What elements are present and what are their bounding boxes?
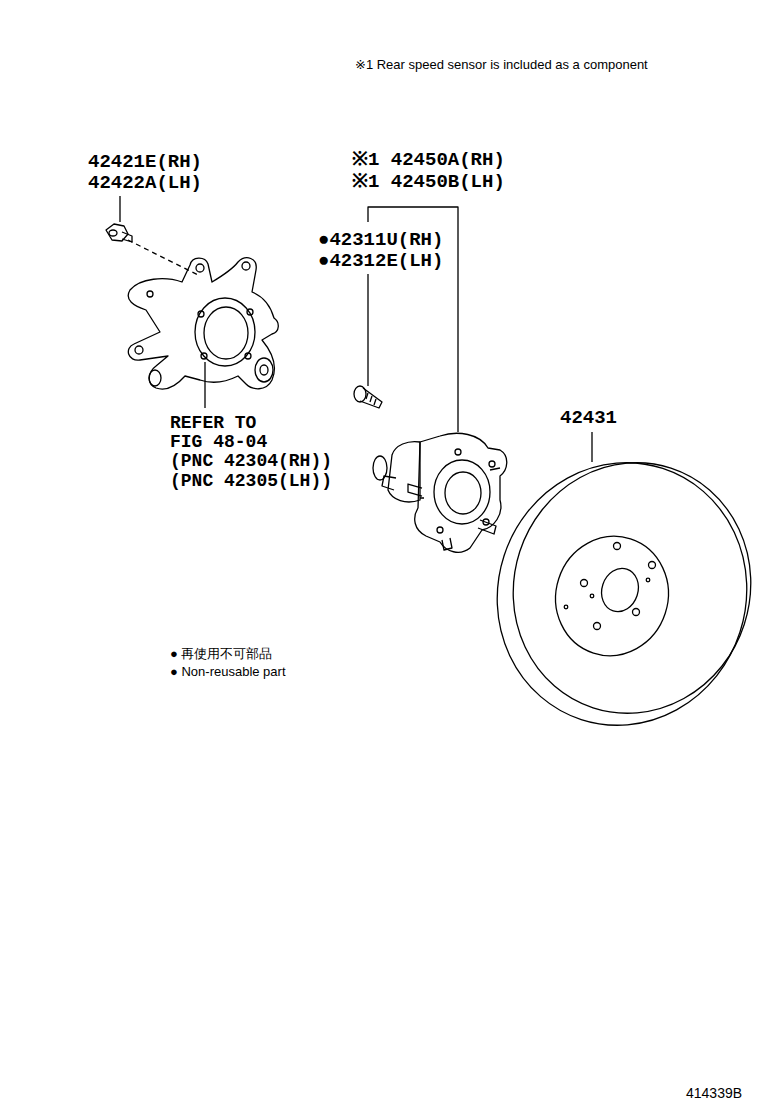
- part-number: ※1 42450B(LH): [352, 172, 505, 193]
- part-number: 42421E(RH): [88, 152, 202, 173]
- legend-note: ● 再使用不可部品: [170, 647, 272, 661]
- reference-note: FIG 48-04: [170, 433, 267, 453]
- footnote-text: ※1 Rear speed sensor is included as a co…: [355, 58, 648, 72]
- part-number: ※1 42450A(RH): [352, 150, 505, 171]
- part-number: ●42311U(RH): [318, 230, 443, 251]
- part-number: ●42312E(LH): [318, 251, 443, 272]
- hub-bolt: [354, 386, 382, 408]
- reference-note: REFER TO: [170, 414, 256, 434]
- hub-bearing: [373, 433, 507, 552]
- flange-bolt: [106, 224, 132, 242]
- illustration-code: 414339B: [686, 1086, 742, 1101]
- legend-note: ● Non-reusable part: [170, 665, 286, 679]
- disc-rotor: [463, 430, 760, 758]
- part-number: 42431: [560, 408, 617, 429]
- reference-note: (PNC 42304(RH)): [170, 452, 332, 472]
- reference-note: (PNC 42305(LH)): [170, 472, 332, 492]
- steering-knuckle: [128, 258, 278, 389]
- leader-lines: [120, 196, 592, 462]
- part-number: 42422A(LH): [88, 173, 202, 194]
